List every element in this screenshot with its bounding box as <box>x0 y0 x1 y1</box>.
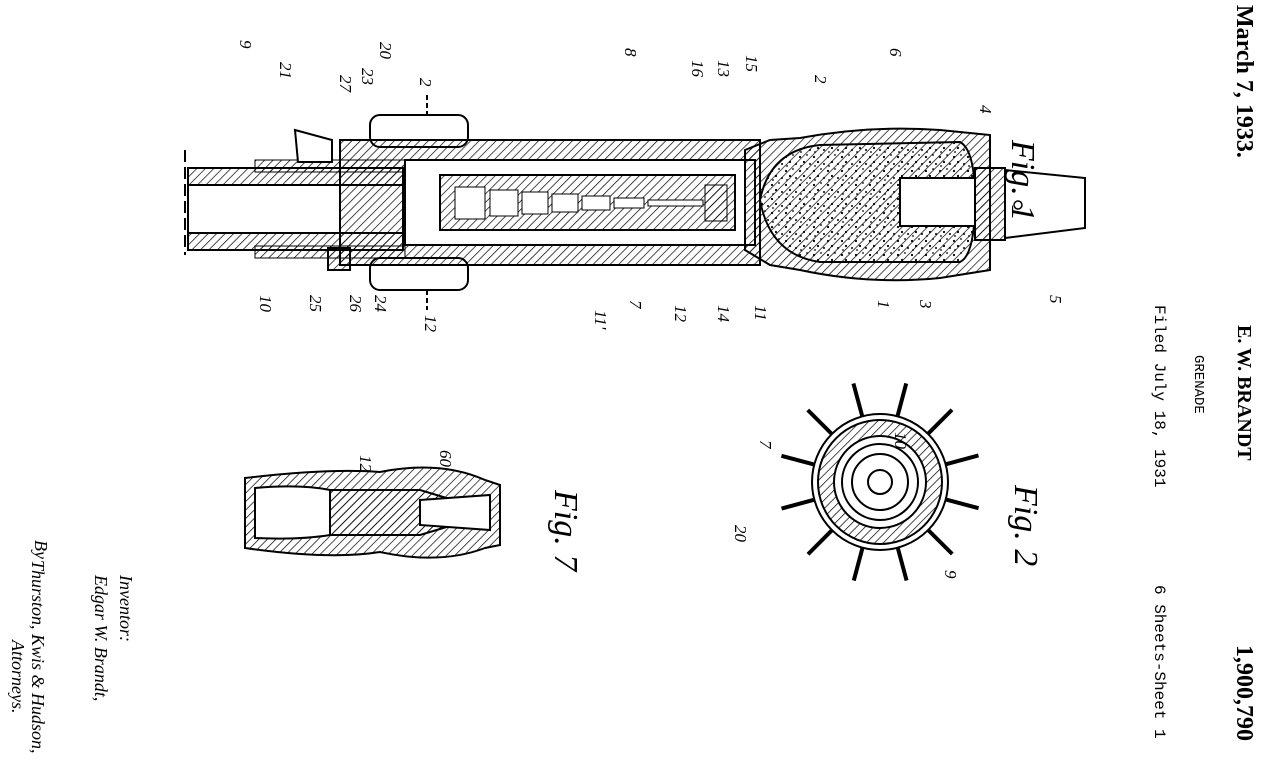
ref-label: 26 <box>346 295 365 313</box>
fin <box>780 453 815 467</box>
ref-label: 10 <box>891 432 910 450</box>
fin <box>895 382 909 417</box>
signature-attorneys: Thurston, Kwis & Hudson, <box>28 560 48 754</box>
ref-label: 12 <box>671 305 690 323</box>
fig2-drawing <box>780 382 980 582</box>
fin <box>895 547 909 581</box>
ref-label: 7 <box>756 440 775 450</box>
ref-label: 2 <box>416 78 435 87</box>
ref-label: 3 <box>916 299 935 309</box>
ref-label: 13 <box>714 60 733 77</box>
ref-label: 5 <box>1046 295 1065 304</box>
signature-by: By <box>31 540 51 559</box>
patent-title: GRENADE <box>1190 355 1206 414</box>
ref-label: 15 <box>742 55 761 72</box>
fin <box>851 547 865 582</box>
fin <box>926 408 954 436</box>
fig2-caption: Fig. 2 <box>1007 484 1044 566</box>
ref-label: 2 <box>811 75 830 84</box>
ref-label: 14 <box>714 305 733 323</box>
signature-block: Inventor: Edgar W. Brandt, By Thurston, … <box>8 540 136 754</box>
ref-label: 25 <box>306 295 325 312</box>
ref-label: 23 <box>358 68 377 85</box>
ref-label: 11' <box>591 310 610 330</box>
fin <box>806 528 834 556</box>
ref-label: 9 <box>236 40 255 49</box>
inventor-name: E. W. BRANDT <box>1233 325 1255 461</box>
fin <box>945 453 979 467</box>
fig7-drawing: 12 60 Fig. 7 <box>244 450 584 573</box>
ref-label: 1 <box>874 300 893 309</box>
ref-label: 12 <box>356 455 375 473</box>
ref-label: 60 <box>436 450 455 468</box>
signature-inventor-line: Inventor: <box>116 574 136 642</box>
fig1-caption: Fig. 1 <box>1004 139 1041 221</box>
ref-label: 27 <box>336 75 355 94</box>
fin <box>781 497 815 511</box>
signature-attorneys-line: Attorneys. <box>8 639 28 714</box>
fig2-labels: 7 10 20 9 Fig. 2 <box>731 432 1044 579</box>
sheet-count: 6 Sheets-Sheet 1 <box>1150 585 1168 739</box>
signature-inventor: Edgar W. Brandt, <box>91 574 111 701</box>
patent-number: 1,900,790 <box>1231 645 1257 741</box>
ref-label: 10 <box>256 295 275 313</box>
ref-label: 20 <box>731 525 750 543</box>
fig1-labels: 9 21 27 23 20 2 8 16 13 15 2 6 4 3 1 5 1… <box>236 40 1065 333</box>
filed-date: Filed July 18, 1931 <box>1150 305 1168 487</box>
ref-label: 21 <box>276 62 295 79</box>
ref-label: 8 <box>621 48 640 57</box>
fig7-caption: Fig. 7 <box>547 489 584 573</box>
ref-label: 6 <box>886 48 905 57</box>
ref-label: 7 <box>626 300 645 310</box>
ref-label: 4 <box>976 105 995 114</box>
ref-label: 20 <box>376 42 395 60</box>
ref-label: 11 <box>751 305 770 321</box>
patent-date: March 7, 1933. <box>1231 5 1257 158</box>
fin <box>926 528 954 556</box>
fin <box>851 383 865 417</box>
ref-label: 9 <box>941 570 960 579</box>
ring <box>867 469 893 495</box>
fin <box>945 497 980 511</box>
fin <box>806 408 834 436</box>
fig1-drawing <box>184 95 1086 310</box>
ref-label: 24 <box>371 295 390 313</box>
ref-label: 16 <box>688 60 707 78</box>
ref-label: 12 <box>421 315 440 333</box>
